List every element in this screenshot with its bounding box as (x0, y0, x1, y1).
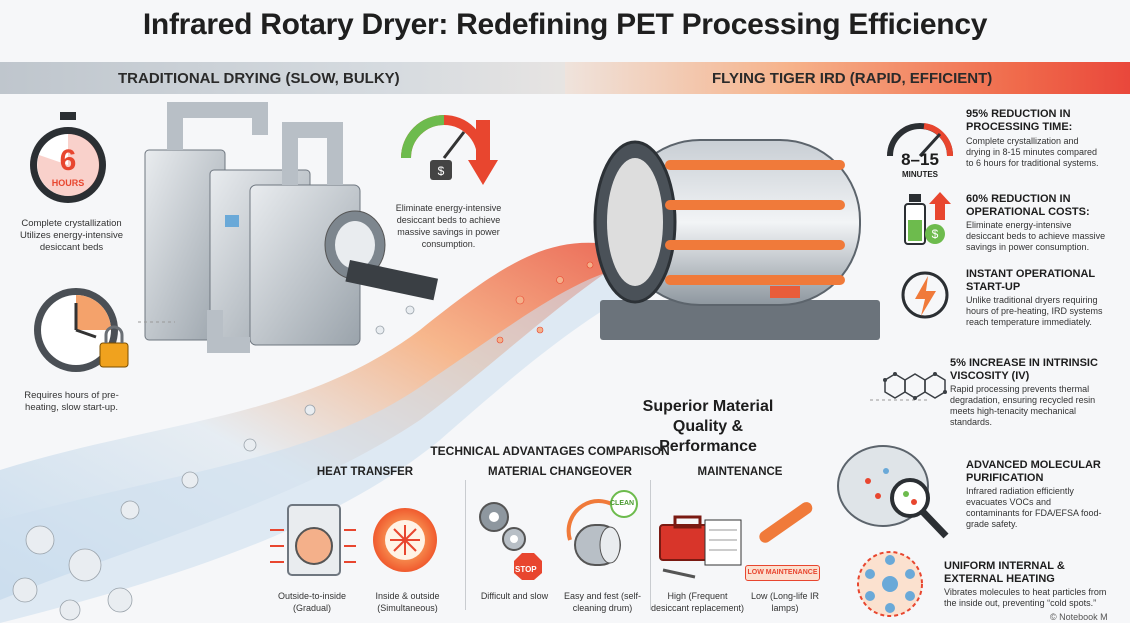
changeover-title: MATERIAL CHANGEOVER (488, 466, 632, 478)
gears-icon (479, 502, 542, 580)
ird-timer-value: 8–15 (901, 150, 939, 169)
feature-heating-title: UNIFORM INTERNAL & EXTERNAL HEATING (944, 560, 1065, 585)
svg-text:$: $ (932, 227, 939, 241)
feature-startup-body: Unlike traditional dryers requiring hour… (966, 295, 1103, 327)
ird-timer-unit: MINUTES (902, 170, 938, 179)
page-title: Infrared Rotary Dryer: Redefining PET Pr… (142, 8, 988, 41)
heat-transfer-right-label: Inside & outside (Simultaneous) (375, 591, 440, 613)
traditional-preheat-text: Requires hours of pre-heating, slow star… (24, 390, 119, 413)
drum-clean-icon (566, 490, 638, 566)
ird-banner-label: FLYING TIGER IRD (RAPID, EFFICIENT) (712, 70, 993, 87)
heat-transfer-left-label: Outside-to-inside (Gradual) (277, 591, 347, 613)
feature-time-body: Complete crystallization and drying in 8… (966, 136, 1099, 168)
quality-heading: Superior Material Quality & Performance (642, 398, 774, 455)
feature-purification-body: Infrared radiation efficiently evacuates… (966, 486, 1102, 529)
washing-machine-icon (270, 504, 356, 576)
clock-lock-icon (34, 288, 129, 372)
maintenance-right-label: Low (Long-life IR lamps) (750, 591, 820, 613)
comparison-divider (650, 480, 651, 610)
comparison-heading: TECHNICAL ADVANTAGES COMPARISON (430, 444, 670, 458)
traditional-timer-value: 6 (59, 144, 77, 177)
stopwatch-icon (30, 112, 106, 203)
feature-viscosity-body: Rapid processing prevents thermal degrad… (950, 384, 1096, 427)
feature-time-title: 95% REDUCTION IN PROCESSING TIME: (966, 108, 1073, 133)
ird-banner (565, 62, 1130, 94)
watermark: © Notebook M (1050, 612, 1108, 622)
changeover-right-label: Easy and fest (self-cleaning drum) (563, 591, 642, 613)
heat-transfer-title: HEAT TRANSFER (316, 466, 414, 478)
svg-text:$: $ (438, 164, 445, 178)
traditional-dryer-illustration (144, 102, 439, 353)
traditional-timer-unit: HOURS (51, 178, 85, 188)
maintenance-left-label: High (Frequent desiccant replacement) (650, 591, 745, 613)
feature-heating-body: Vibrates molecules to heat particles fro… (944, 587, 1107, 608)
maintenance-title: MAINTENANCE (697, 466, 783, 478)
feature-cost-body: Eliminate energy-intensive desiccant bed… (966, 220, 1106, 252)
clean-badge-label: CLEAN (610, 500, 635, 507)
feature-startup-title: INSTANT OPERATIONAL START-UP (966, 268, 1095, 293)
ird-drum-illustration (593, 139, 880, 340)
toolbox-icon (659, 515, 742, 579)
energy-gauge-icon: $ (401, 115, 498, 185)
magnifier-drum-icon (837, 445, 949, 539)
ir-lamp-icon (759, 502, 813, 543)
uniform-heating-icon (857, 551, 923, 617)
energy-savings-text: Eliminate energy-intensive desiccant bed… (395, 203, 502, 249)
traditional-banner-label: TRADITIONAL DRYING (SLOW, BULKY) (118, 70, 400, 87)
comparison-divider (465, 480, 466, 610)
fast-gauge-icon (887, 123, 954, 158)
battery-savings-icon: $ (904, 192, 951, 245)
stop-sign-label: STOP (515, 565, 537, 574)
changeover-left-label: Difficult and slow (480, 591, 549, 601)
lightning-icon (901, 271, 949, 319)
low-maintenance-badge: LOW MAINTENANCE (745, 565, 820, 581)
radiant-heat-icon (373, 508, 437, 572)
feature-purification-title: ADVANCED MOLECULAR PURIFICATION (966, 459, 1101, 484)
molecule-icon (883, 372, 947, 400)
feature-viscosity-title: 5% INCREASE IN INTRINSIC VISCOSITY (IV) (950, 357, 1098, 382)
feature-cost-title: 60% REDUCTION IN OPERATIONAL COSTS: (966, 193, 1090, 218)
traditional-crystallization-text: Complete crystallization Utilizes energy… (20, 218, 123, 253)
traditional-banner (0, 62, 565, 94)
